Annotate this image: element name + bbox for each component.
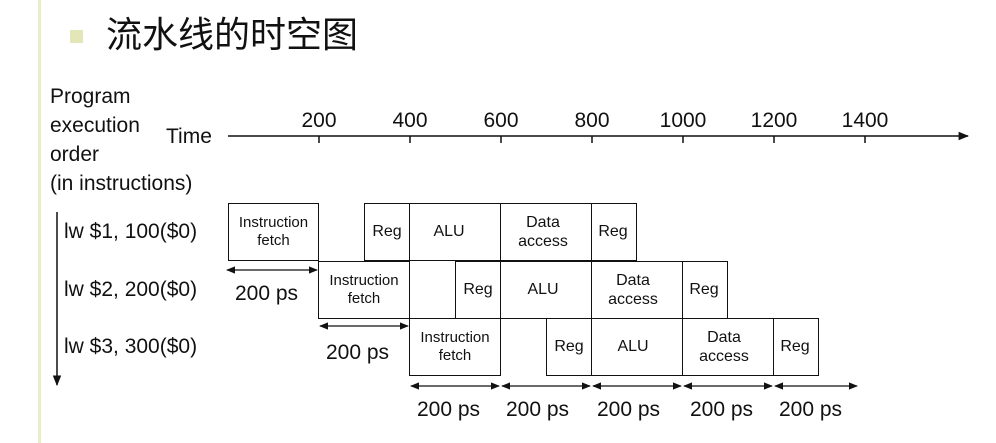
- row-2-reg2-box: [682, 261, 728, 319]
- left-accent-rule: [38, 0, 41, 443]
- ps-label-4: 200 ps: [506, 398, 570, 421]
- instruction-label-1: lw $1, 100($0): [64, 220, 198, 243]
- tick-label: 200: [301, 109, 337, 132]
- row-2-fetch-box: [318, 261, 410, 319]
- row-1-reg2-stage: Reg: [598, 223, 628, 241]
- ps-label-7: 200 ps: [779, 398, 843, 421]
- tick-label: 800: [574, 109, 610, 132]
- instruction-label-2: lw $2, 200($0): [64, 278, 198, 301]
- row-3-reg2-box: [773, 318, 819, 376]
- title-bullet: [70, 30, 83, 43]
- row-3-alu-box: [591, 318, 683, 376]
- time-axis-label: Time: [166, 125, 212, 148]
- row-1-reg-stage: Reg: [372, 223, 402, 241]
- row-3-fetch-box: [409, 318, 501, 376]
- row-2-reg-box: [455, 261, 501, 319]
- row-2-data-box: [591, 261, 683, 319]
- tick-label: 1200: [750, 109, 798, 132]
- row-1-alu-box: [409, 203, 501, 261]
- row-1-reg2-box: [591, 203, 637, 261]
- tick-label: 1400: [841, 109, 889, 132]
- row-1-reg-box: [364, 203, 410, 261]
- row-1-alu-stage: ALU: [433, 223, 465, 241]
- ps-label-1: 200 ps: [235, 282, 299, 305]
- ps-label-5: 200 ps: [597, 398, 661, 421]
- order-label-line-2: execution: [50, 114, 140, 137]
- row-3-reg-stage: Reg: [554, 338, 584, 356]
- time-axis-ticks: [318, 136, 866, 143]
- tick-label: 600: [483, 109, 519, 132]
- order-label-line-1: Program: [50, 85, 131, 108]
- ps-label-6: 200 ps: [690, 398, 754, 421]
- ps-label-3: 200 ps: [417, 398, 481, 421]
- ps-label-2: 200 ps: [326, 341, 390, 364]
- row-3-reg-box: [546, 318, 592, 376]
- row-3-data-box: [682, 318, 774, 376]
- instruction-label-3: lw $3, 300($0): [64, 335, 198, 358]
- order-label-line-3: order: [50, 143, 100, 166]
- row-2-reg-stage: Reg: [463, 281, 493, 299]
- row-3-alu-stage: ALU: [617, 338, 649, 356]
- order-label-line-4: (in instructions): [50, 172, 193, 195]
- row-2-alu-stage: ALU: [527, 281, 559, 299]
- row-2-reg2-stage: Reg: [689, 281, 719, 299]
- row-3-reg2-stage: Reg: [780, 338, 810, 356]
- row-2-alu-box: [500, 261, 592, 319]
- slide-title: 流水线的时空图: [106, 15, 359, 56]
- row-1-fetch-box: [228, 203, 319, 261]
- tick-label: 400: [392, 109, 428, 132]
- tick-label: 1000: [659, 109, 707, 132]
